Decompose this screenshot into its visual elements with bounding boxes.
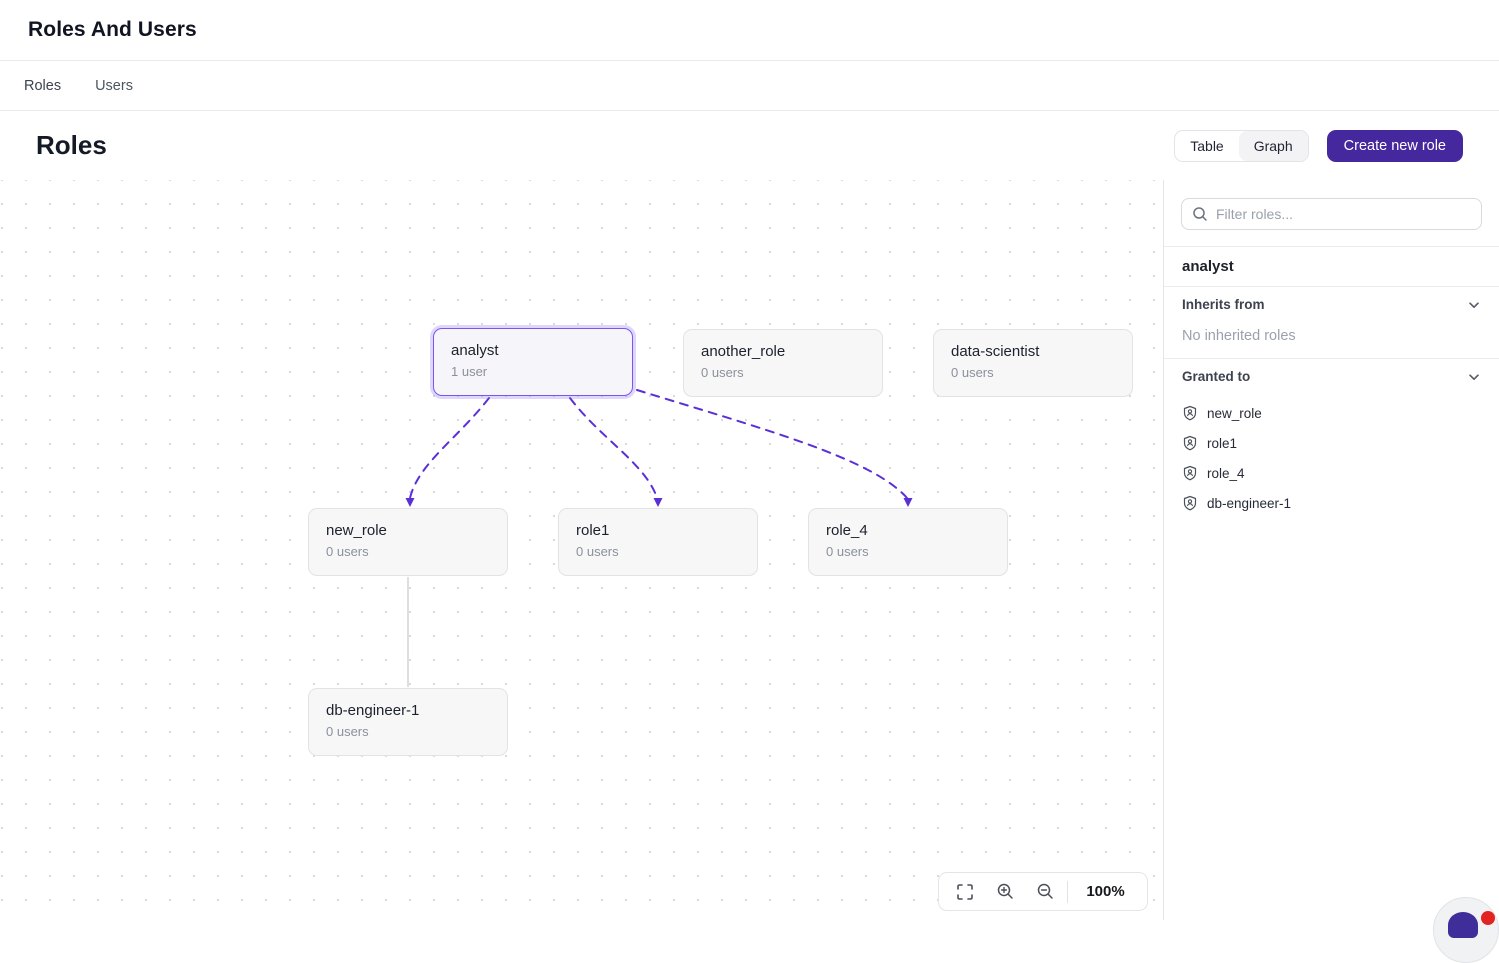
node-label: role1 [576,522,740,539]
page-actions: Table Graph Create new role [1174,130,1463,162]
granted-role-label: new_role [1207,406,1262,421]
node-label: another_role [701,343,865,360]
granted-role-label: role_4 [1207,466,1245,481]
filter-roles-wrap [1164,180,1499,246]
granted-role-label: role1 [1207,436,1237,451]
zoom-level: 100% [1070,883,1141,900]
granted-role-new_role[interactable]: new_role [1164,398,1499,428]
app-header: Roles And Users [0,0,1499,61]
granted-to-header[interactable]: Granted to [1164,359,1499,394]
graph-zoom-toolbar: 100% [938,872,1148,911]
page-header: Roles Table Graph Create new role [0,111,1499,180]
node-label: role_4 [826,522,990,539]
node-user-count: 0 users [576,544,740,559]
zoom-in-button[interactable] [985,875,1025,908]
inherits-from-header[interactable]: Inherits from [1164,287,1499,322]
main-content: analyst 1 user another_role 0 users data… [0,180,1499,920]
view-toggle-graph[interactable]: Graph [1239,131,1308,161]
node-label: analyst [451,342,615,359]
graph-node-role_4[interactable]: role_4 0 users [808,508,1008,576]
edge-arrow-role_4 [904,498,913,507]
zoom-in-icon [996,882,1015,901]
fit-view-icon [956,883,974,901]
node-user-count: 0 users [826,544,990,559]
app-title: Roles And Users [28,18,197,42]
chevron-down-icon[interactable] [1467,298,1481,312]
chevron-down-icon[interactable] [1467,370,1481,384]
node-label: new_role [326,522,490,539]
zoom-out-button[interactable] [1025,875,1065,908]
node-label: db-engineer-1 [326,702,490,719]
filter-roles-box [1181,198,1482,230]
create-new-role-button[interactable]: Create new role [1327,130,1463,162]
edge-analyst-new_role [410,398,489,498]
tab-users[interactable]: Users [95,78,133,94]
granted-role-db-engineer-1[interactable]: db-engineer-1 [1164,488,1499,518]
role-shield-icon [1182,495,1198,511]
node-user-count: 1 user [451,364,615,379]
role-shield-icon [1182,435,1198,451]
graph-node-db-engineer-1[interactable]: db-engineer-1 0 users [308,688,508,756]
role-shield-icon [1182,465,1198,481]
notification-badge [1481,911,1495,925]
edge-arrow-new_role [406,498,415,507]
inherits-from-label: Inherits from [1182,297,1265,312]
toolbar-divider [1067,881,1068,903]
role-shield-icon [1182,405,1198,421]
node-user-count: 0 users [701,365,865,380]
fit-view-button[interactable] [945,875,985,908]
graph-node-data-scientist[interactable]: data-scientist 0 users [933,329,1133,397]
edge-arrow-role1 [654,498,663,507]
search-icon [1192,206,1208,222]
granted-role-role1[interactable]: role1 [1164,428,1499,458]
graph-node-new_role[interactable]: new_role 0 users [308,508,508,576]
node-user-count: 0 users [326,544,490,559]
graph-node-analyst[interactable]: analyst 1 user [433,328,633,396]
view-toggle: Table Graph [1174,130,1308,162]
tab-roles[interactable]: Roles [24,78,61,94]
chat-launcher-button[interactable] [1433,897,1499,963]
granted-role-role_4[interactable]: role_4 [1164,458,1499,488]
graph-node-role1[interactable]: role1 0 users [558,508,758,576]
zoom-out-icon [1036,882,1055,901]
node-label: data-scientist [951,343,1115,360]
main-tabbar: Roles Users [0,61,1499,111]
filter-roles-input[interactable] [1216,206,1471,222]
role-details-sidebar: analyst Inherits from No inherited roles… [1164,180,1499,920]
no-inherited-roles-text: No inherited roles [1164,322,1499,358]
roles-graph-canvas[interactable]: analyst 1 user another_role 0 users data… [0,180,1164,920]
granted-to-list: new_role role1 role_4 [1164,394,1499,528]
granted-role-label: db-engineer-1 [1207,496,1291,511]
view-toggle-table[interactable]: Table [1175,131,1238,161]
granted-to-label: Granted to [1182,369,1250,384]
selected-role-name: analyst [1164,247,1499,286]
graph-node-another_role[interactable]: another_role 0 users [683,329,883,397]
page-title: Roles [36,130,107,161]
chat-logo-icon [1448,912,1478,938]
edge-analyst-role_4 [637,390,907,498]
edge-analyst-role1 [570,398,657,498]
node-user-count: 0 users [951,365,1115,380]
node-user-count: 0 users [326,724,490,739]
